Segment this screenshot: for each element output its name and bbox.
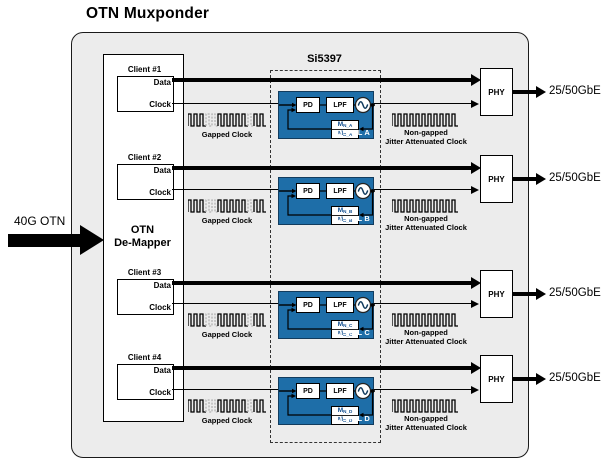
output-arrowhead-icon: [536, 373, 546, 385]
si5397-dashed-box: [270, 70, 381, 443]
output-arrowhead-icon: [536, 173, 546, 185]
output-arrowhead-icon: [536, 86, 546, 98]
input-arrowhead-icon: [80, 225, 104, 255]
output-rate-label: 25/50GbE: [549, 287, 601, 299]
output-rate-label: 25/50GbE: [549, 172, 601, 184]
otn-demapper-box: [103, 54, 184, 422]
si5397-label: Si5397: [307, 53, 342, 65]
input-arrow-icon: [8, 234, 82, 247]
page-title: OTN Muxponder: [86, 5, 210, 22]
otn-demapper-label: OTN De-Mapper: [103, 224, 182, 250]
otn-demapper-label-line1: OTN: [130, 224, 155, 236]
output-arrowhead-icon: [536, 288, 546, 300]
otn-demapper-label-line2: De-Mapper: [114, 237, 171, 249]
output-rate-label: 25/50GbE: [549, 85, 601, 97]
output-rate-label: 25/50GbE: [549, 372, 601, 384]
input-rate-label: 40G OTN: [14, 214, 66, 228]
